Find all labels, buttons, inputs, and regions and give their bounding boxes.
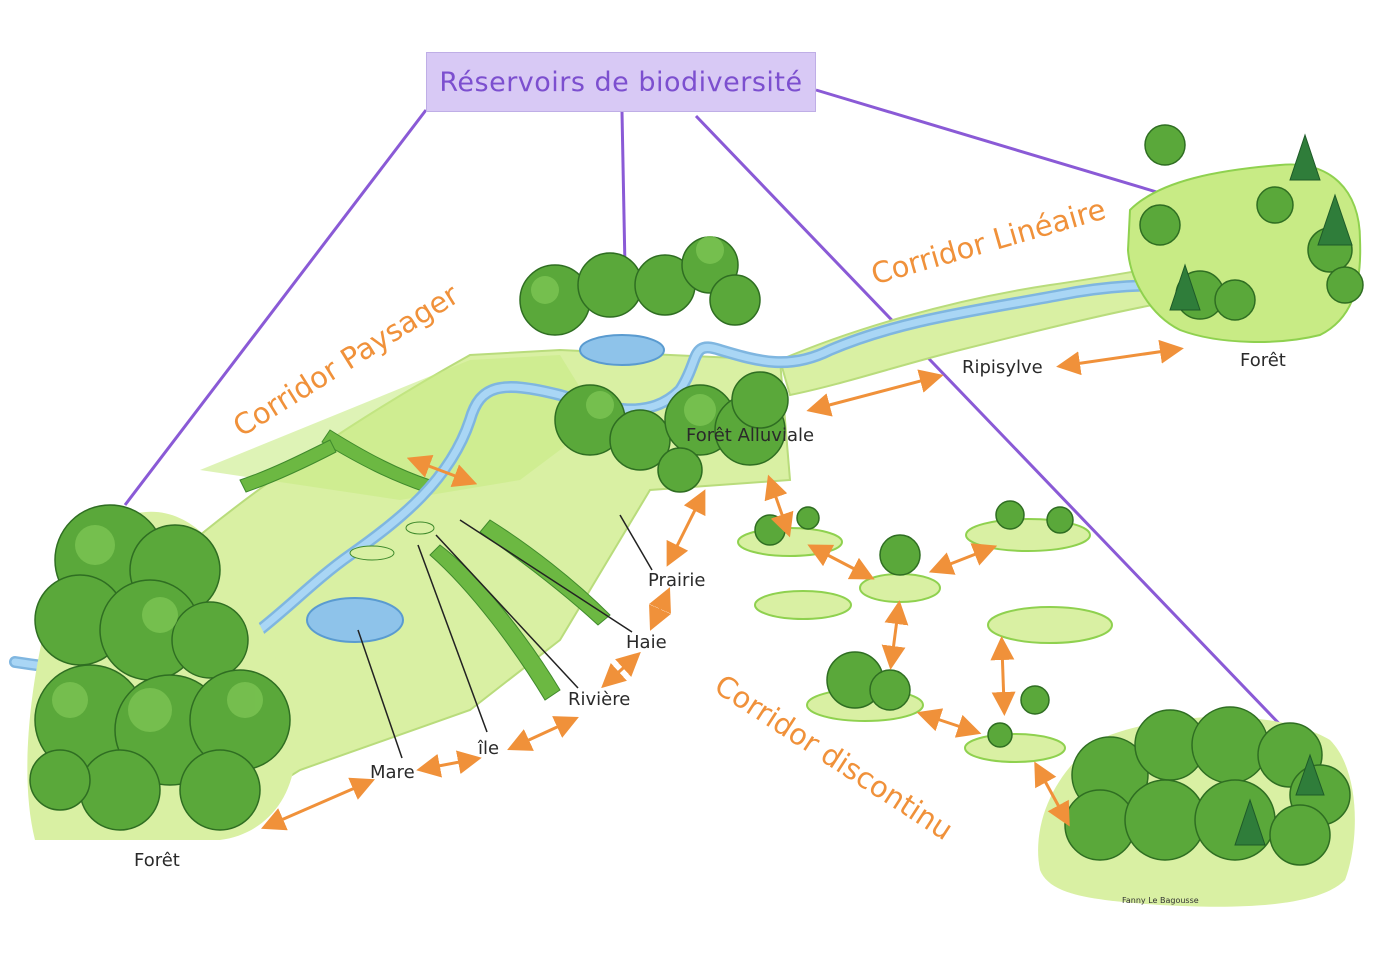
stepping-stone-patches xyxy=(737,500,1113,763)
label-mare: Mare xyxy=(370,762,415,783)
label-foret-right: Forêt xyxy=(1240,350,1286,371)
label-riviere: Rivière xyxy=(568,689,631,710)
reservoir-connector-lines xyxy=(123,88,1292,737)
label-ile: île xyxy=(478,738,500,759)
label-prairie: Prairie xyxy=(648,570,706,591)
artist-signature: Fanny Le Bagousse xyxy=(1122,896,1199,905)
label-foret-alluviale: Forêt Alluviale xyxy=(686,425,815,446)
forest-reservoir-left xyxy=(27,504,296,840)
label-ripisylve: Ripisylve xyxy=(962,357,1043,378)
label-haie: Haie xyxy=(626,632,667,653)
river-islands xyxy=(349,521,435,561)
alluvial-forest-reservoir xyxy=(519,236,789,493)
forest-reservoir-bottom-right xyxy=(1038,706,1355,907)
title-text: Réservoirs de biodiversité xyxy=(439,66,803,98)
biodiversity-reservoirs-title-box: Réservoirs de biodiversité xyxy=(426,52,816,112)
connectivity-arrows xyxy=(260,339,1184,831)
label-foret-left: Forêt xyxy=(134,850,180,871)
forest-reservoir-right xyxy=(1126,124,1364,343)
hedge-rows xyxy=(239,429,611,701)
label-leader-lines xyxy=(357,514,653,759)
